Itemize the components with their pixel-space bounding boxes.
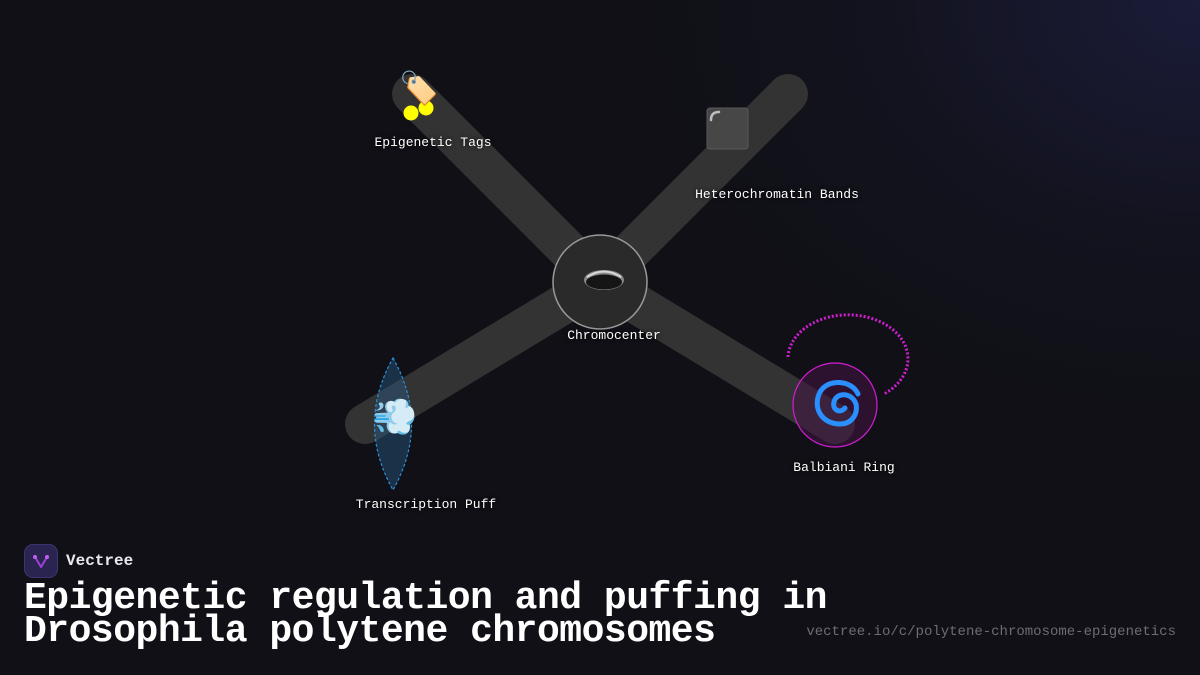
label-chromocenter: Chromocenter: [567, 328, 661, 343]
source-url[interactable]: vectree.io/c/polytene-chromosome-epigene…: [806, 624, 1176, 640]
tag-icon: 🏷️: [399, 69, 439, 107]
puff-lens: [374, 356, 412, 492]
label-epigenetic-tags: Epigenetic Tags: [374, 135, 492, 150]
page-title: Epigenetic regulation and puffing in Dro…: [24, 580, 827, 651]
methyl-dots: [403, 100, 434, 121]
label-transcription-puff: Transcription Puff: [355, 497, 497, 512]
label-heterochromatin-bands: Heterochromatin Bands: [695, 187, 859, 202]
black-square-icon: [706, 107, 749, 150]
ring-icon: [584, 270, 624, 290]
title-line-1: Epigenetic regulation and puffing in: [24, 577, 827, 620]
vectree-logo-icon: [24, 544, 58, 578]
balbiani-dotted-arc: [786, 313, 910, 396]
brand: Vectree: [24, 544, 133, 578]
brand-name: Vectree: [66, 552, 134, 570]
spiral-icon: [814, 380, 861, 427]
wind-puff-icon: 💨: [372, 397, 418, 438]
title-line-2: Drosophila polytene chromosomes: [24, 610, 716, 653]
label-balbiani-ring: Balbiani Ring: [793, 460, 895, 475]
